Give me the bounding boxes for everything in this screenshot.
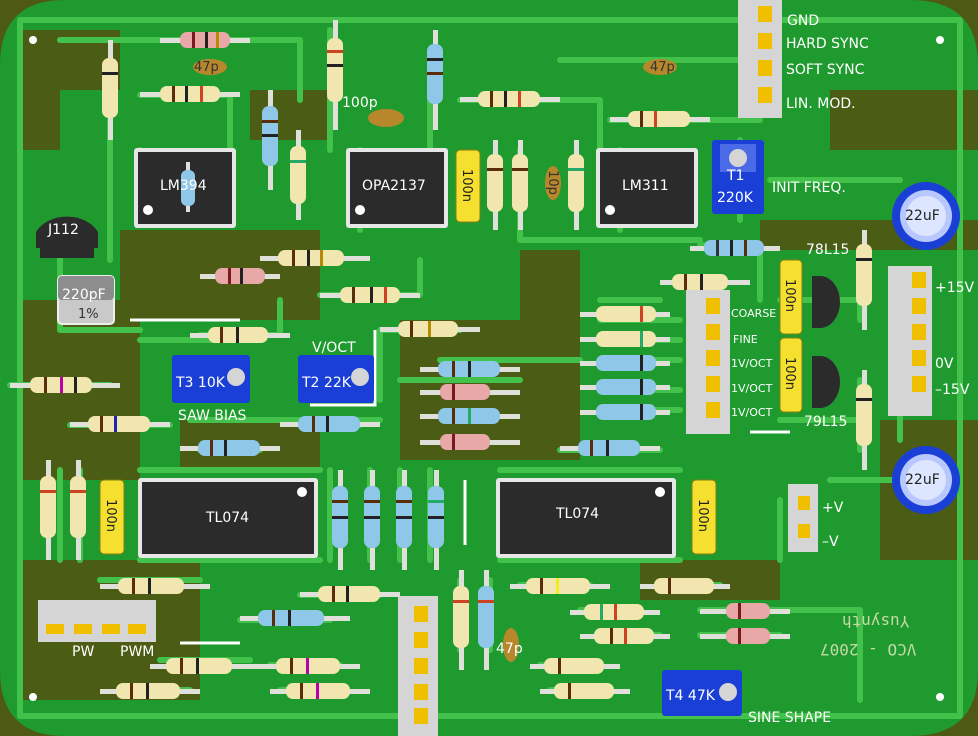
capacitors-100n — [99, 149, 803, 555]
ic-lm311-label: LM311 — [622, 178, 669, 194]
cap-100n-tl074-left: 100n — [103, 498, 119, 533]
trimmer-t1 — [712, 140, 764, 214]
power-plus15-label: +15V — [935, 280, 975, 296]
cap-47p-top: 47p — [194, 60, 219, 75]
capacitor-electrolytic-top — [892, 182, 960, 250]
cv-fine-label: FINE — [733, 333, 758, 346]
out-minusv-label: –V — [822, 534, 839, 550]
pwm-label: PWM — [120, 644, 155, 660]
cap-220pf-value: 220pF — [62, 287, 106, 303]
cv-1voct-3-label: 1V/OCT — [731, 406, 773, 419]
trimmer-t4 — [662, 670, 742, 716]
cap-22uf-top: 22uF — [905, 208, 940, 224]
regulator-78l15 — [812, 276, 840, 328]
trimmer-t3-label: T3 10K — [176, 375, 225, 391]
sync-soft-label: SOFT SYNC — [786, 62, 865, 78]
trimmer-t4-label: T4 47K — [666, 688, 715, 704]
cap-47p-bottom: 47p — [496, 641, 523, 657]
trimmer-t1-caption: INIT FREQ. — [772, 180, 846, 196]
ic-lm394-label: LM394 — [160, 178, 207, 194]
cap-100n-opa: 100n — [459, 168, 475, 203]
ic-opa2137-label: OPA2137 — [362, 178, 426, 194]
trimmer-t2-label: T2 22K — [302, 375, 351, 391]
regulator-79l15-label: 79L15 — [804, 414, 848, 430]
cap-100p: 100p — [342, 95, 378, 111]
connector-power — [888, 266, 932, 416]
cap-100n-reg-pos: 100n — [782, 278, 798, 313]
connector-out — [788, 484, 818, 552]
cv-coarse-label: COARSE — [731, 307, 777, 320]
trimmer-t2-caption: V/OCT — [312, 340, 356, 356]
cap-10p: 10p — [544, 170, 560, 195]
ic-tl074-left — [138, 478, 318, 558]
cap-100n-tl074-right: 100n — [695, 498, 711, 533]
sync-linmod-label: LIN. MOD. — [786, 96, 856, 112]
out-plusv-label: +V — [822, 500, 844, 516]
ic-tl074-right — [496, 478, 676, 558]
transistor-j112-label: J112 — [48, 222, 79, 238]
transistor-j112 — [36, 216, 98, 258]
connector-bottom — [398, 596, 438, 736]
connector-pw — [38, 600, 156, 642]
trimmer-t2 — [298, 355, 374, 403]
sync-hard-label: HARD SYNC — [786, 36, 869, 52]
connector-sync — [738, 0, 782, 118]
regulator-78l15-label: 78L15 — [806, 242, 850, 258]
ic-tl074-right-label: TL074 — [556, 506, 600, 522]
sync-gnd-label: GND — [787, 13, 820, 29]
brand-name: Yusynth — [842, 612, 910, 631]
trimmer-t1-line2: 220K — [717, 190, 753, 206]
resistors — [10, 20, 872, 699]
power-0v-label: 0V — [935, 356, 954, 372]
cap-47p-right: 47p — [650, 60, 675, 75]
ic-opa2137 — [346, 148, 448, 228]
trimmer-t3 — [172, 355, 250, 403]
ic-lm311 — [596, 148, 698, 228]
cv-1voct-2-label: 1V/OCT — [731, 382, 773, 395]
trimmer-t1-line1: T1 — [727, 168, 745, 184]
power-minus15-label: –15V — [935, 382, 970, 398]
trimmer-t4-caption: SINE SHAPE — [748, 710, 832, 726]
capacitors-ceramic — [193, 59, 677, 662]
brand-version: VCO - 2007 — [820, 640, 917, 659]
regulator-79l15 — [812, 356, 840, 408]
pw-label: PW — [72, 644, 95, 660]
cap-220pf-tolerance: 1% — [78, 307, 99, 322]
capacitor-electrolytic-bottom — [892, 446, 960, 514]
trimmer-t3-caption: SAW BIAS — [178, 408, 247, 424]
cap-22uf-bottom: 22uF — [905, 472, 940, 488]
cv-1voct-1-label: 1V/OCT — [731, 357, 773, 370]
cap-100n-reg-neg: 100n — [782, 356, 798, 391]
capacitor-220pf — [57, 275, 115, 325]
ic-tl074-left-label: TL074 — [206, 510, 250, 526]
connector-cv — [686, 290, 730, 434]
